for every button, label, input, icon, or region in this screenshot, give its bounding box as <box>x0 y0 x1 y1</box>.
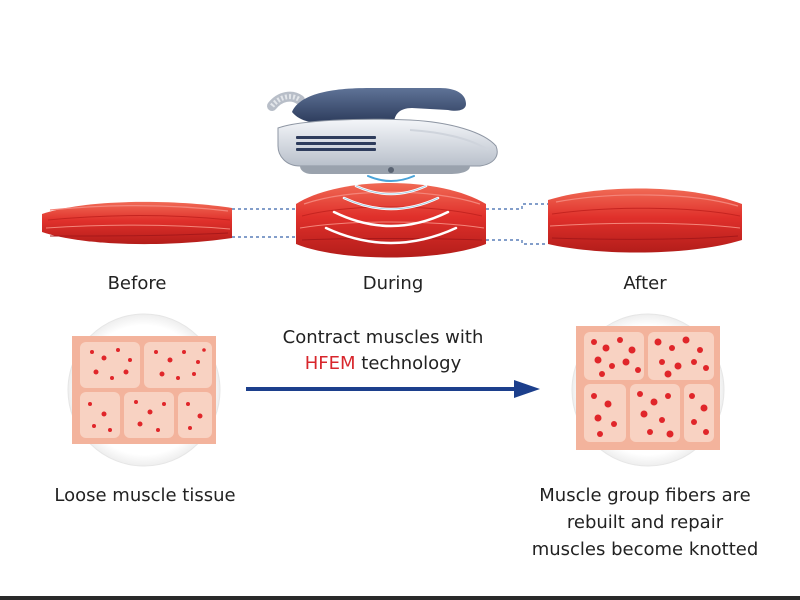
process-line-2-rest: technology <box>355 353 462 374</box>
process-arrow <box>246 380 540 398</box>
process-line-1: Contract muscles with <box>282 327 484 348</box>
muscle-during <box>296 183 486 258</box>
caption-after-line-3: muscles become knotted <box>531 539 759 560</box>
tissue-after <box>571 313 725 467</box>
caption-after-tissue: Muscle group fibers are rebuilt and repa… <box>515 482 775 563</box>
stage-label-before: Before <box>107 273 167 294</box>
hfem-highlight: HFEM <box>304 353 356 374</box>
hfem-device-icon <box>267 88 498 174</box>
muscle-before <box>42 201 232 245</box>
electromagnetic-wave-icon <box>324 175 458 245</box>
caption-after-line-1: Muscle group fibers are <box>539 485 751 506</box>
process-description: Contract muscles with HFEM technology <box>258 325 508 377</box>
muscle-after <box>548 188 742 253</box>
caption-after-line-2: rebuilt and repair <box>566 512 724 533</box>
tissue-loose <box>67 313 221 467</box>
bottom-rule <box>0 596 800 600</box>
stage-label-after: After <box>623 273 667 294</box>
muscle-connectors <box>232 203 548 245</box>
stage-label-during: During <box>362 273 424 294</box>
caption-loose-tissue: Loose muscle tissue <box>54 485 236 506</box>
process-line-2: HFEM technology <box>258 351 508 377</box>
